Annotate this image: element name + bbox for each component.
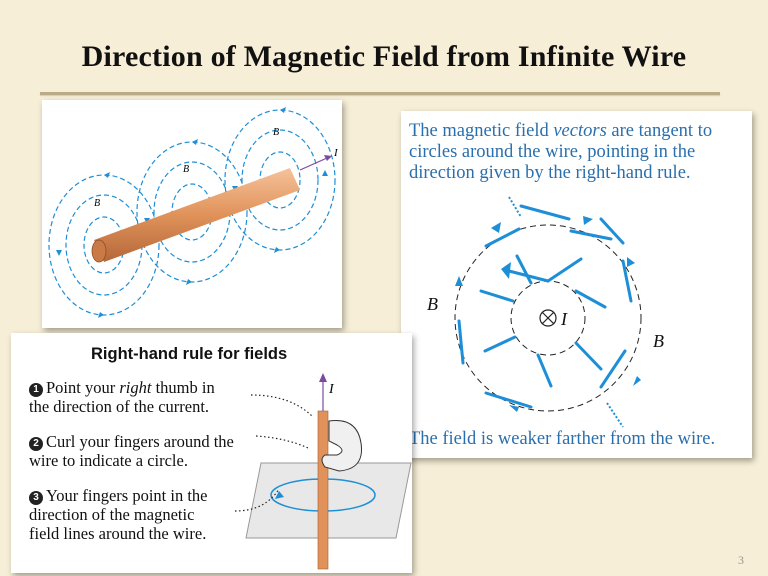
rule-current-label: I: [328, 382, 335, 397]
wire: [317, 410, 329, 570]
b-label-left: B: [427, 294, 438, 314]
caption-top: The magnetic field vectors are tangent t…: [409, 121, 713, 183]
b-label-3: B: [273, 127, 279, 138]
plane: [245, 462, 412, 539]
caption-bottom: The field is weaker farther from the wir…: [409, 429, 716, 449]
wire-field-figure: I B B B: [42, 100, 342, 328]
field-circles-figure: The magnetic field vectors are tangent t…: [401, 111, 752, 458]
slide-title: Direction of Magnetic Field from Infinit…: [81, 40, 687, 73]
step-2-number: 2: [29, 437, 43, 451]
step-3-number: 3: [29, 491, 43, 505]
copper-wire: [91, 168, 300, 263]
right-hand-illustration: I: [234, 373, 412, 570]
hand: [321, 419, 363, 472]
wire-field-illustration: I B B B: [48, 107, 339, 318]
b-label-right: B: [653, 331, 664, 351]
b-label-2: B: [183, 164, 189, 175]
outer-circle: [454, 224, 642, 412]
title-underline: [40, 92, 720, 95]
b-label-1: B: [94, 198, 100, 209]
circle-current-label: I: [560, 309, 568, 329]
wire-current-label: I: [333, 147, 339, 159]
rule-heading: Right-hand rule for fields: [91, 345, 288, 363]
field-circles-diagram: I B B: [427, 196, 664, 428]
page-number: 3: [738, 553, 744, 567]
step-1-number: 1: [29, 383, 43, 397]
